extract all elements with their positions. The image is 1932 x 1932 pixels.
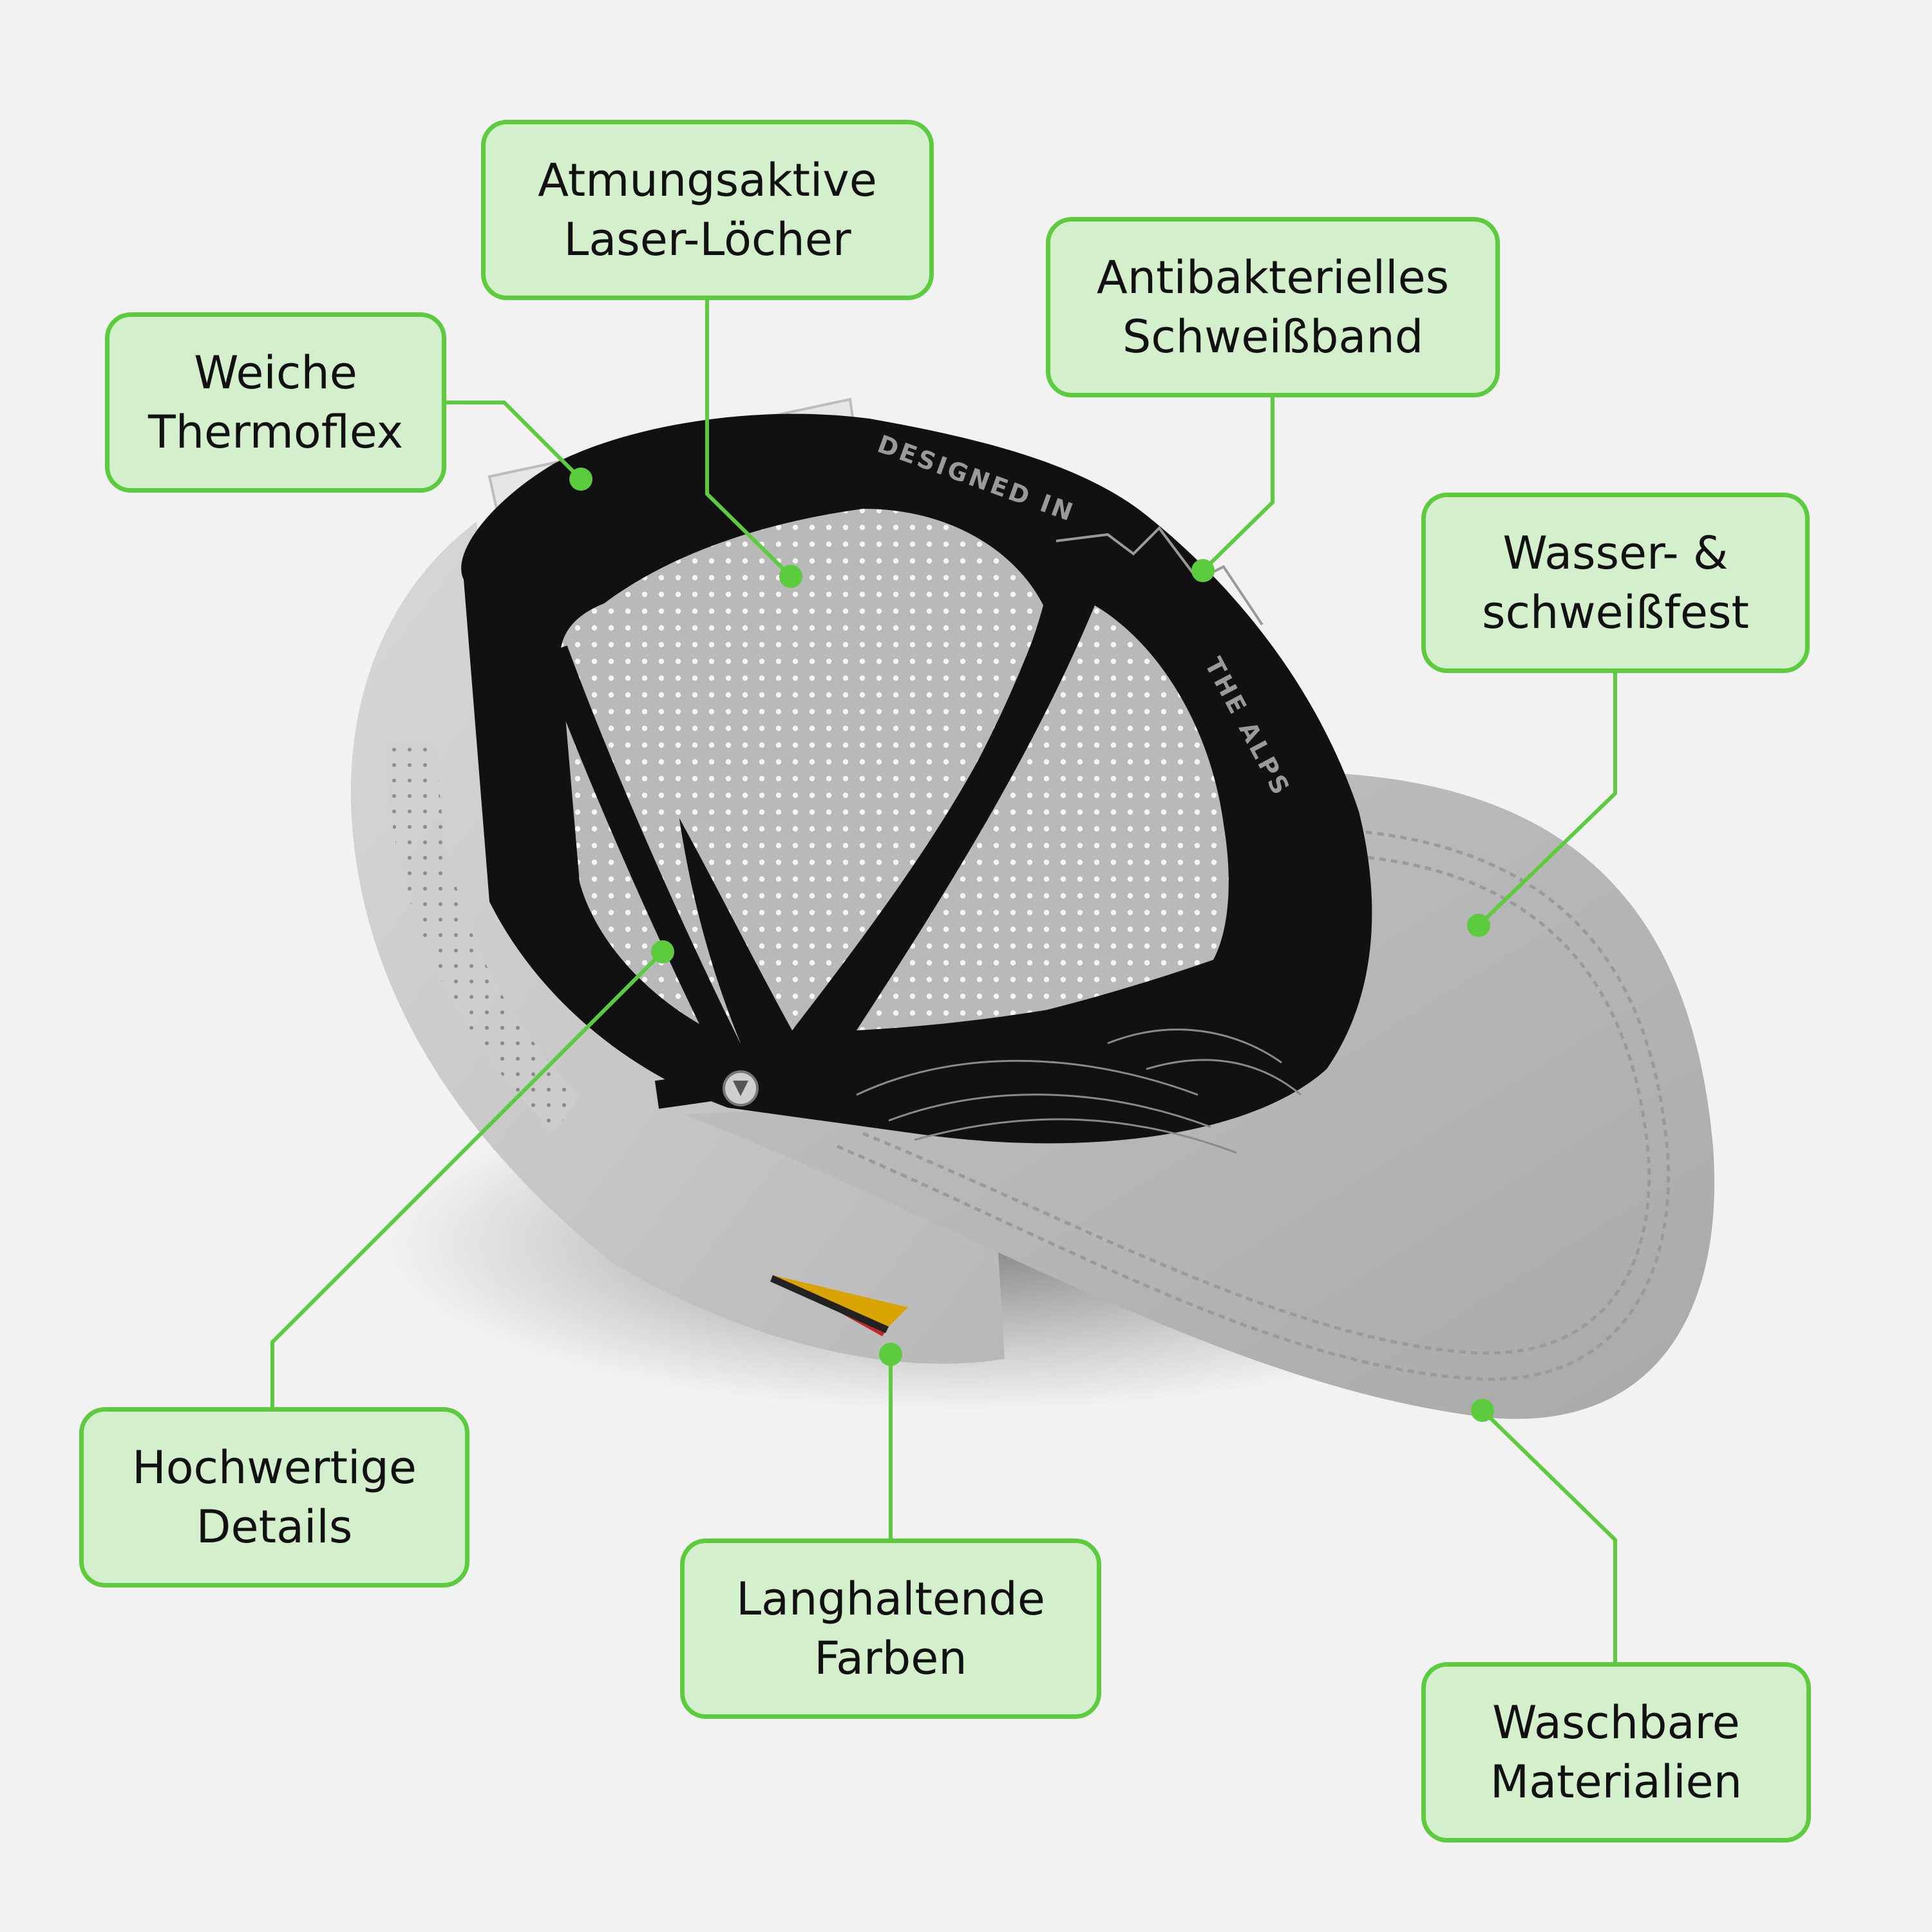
anchor-dots	[569, 468, 1494, 1422]
callout-thermoflex: Weiche Thermoflex	[105, 312, 446, 493]
crown-button-logo	[733, 1081, 748, 1096]
callout-details-line2: Details	[196, 1501, 353, 1553]
leader-details	[270, 950, 665, 1407]
callout-washable-line2: Materialien	[1490, 1756, 1743, 1808]
anchor-dot-washable	[1471, 1399, 1494, 1422]
callout-washable-line1: Waschbare	[1492, 1696, 1740, 1749]
callout-washable: Waschbare Materialien	[1421, 1662, 1811, 1842]
leader-waterproof	[1477, 671, 1617, 927]
callout-waterproof-line2: schweißfest	[1482, 586, 1749, 639]
topo-lines	[856, 1028, 1302, 1154]
anchor-dot-details	[651, 940, 674, 963]
callout-thermoflex-line1: Weiche	[194, 346, 357, 399]
mesh-panel-right	[857, 605, 1229, 1030]
mesh-panel-center	[567, 509, 1043, 1030]
brim-stitching	[837, 829, 1671, 1381]
anchor-dot-thermoflex	[569, 468, 592, 491]
callout-waterproof-line1: Wasser- &	[1502, 527, 1728, 580]
callout-sweatband-line2: Schweißband	[1122, 310, 1424, 363]
callout-details-line1: Hochwertige	[132, 1441, 417, 1494]
anchor-dot-sweatband	[1191, 559, 1215, 582]
cap-side-vent-holes	[386, 741, 580, 1133]
callout-colors: Langhaltende Farben	[680, 1539, 1101, 1719]
callout-laser-holes-line2: Laser-Löcher	[564, 213, 851, 266]
mountain-outline	[1056, 526, 1264, 626]
anchor-dot-laser-holes	[779, 565, 802, 588]
anchor-dot-colors	[879, 1343, 902, 1366]
callout-sweatband: Antibakterielles Schweißband	[1046, 217, 1500, 397]
callout-colors-line1: Langhaltende	[736, 1573, 1045, 1625]
leader-thermoflex	[446, 401, 583, 481]
leader-sweatband	[1201, 395, 1274, 573]
callout-colors-line2: Farben	[814, 1632, 967, 1685]
seam-tape-left	[540, 645, 747, 1069]
callout-waterproof: Wasser- & schweißfest	[1421, 493, 1810, 673]
leader-washable	[1481, 1408, 1617, 1663]
leader-laser-holes	[705, 298, 793, 578]
callout-details: Hochwertige Details	[79, 1407, 469, 1587]
callout-laser-holes-line1: Atmungsaktive	[538, 154, 877, 207]
front-logo	[770, 1275, 908, 1336]
callout-sweatband-line1: Antibakterielles	[1096, 251, 1450, 304]
anchor-dot-waterproof	[1467, 914, 1490, 937]
seam-tape-right	[768, 575, 1083, 1079]
leader-lines	[270, 298, 1617, 1663]
callout-thermoflex-line2: Thermoflex	[147, 406, 404, 459]
callout-laser-holes: Atmungsaktive Laser-Löcher	[481, 120, 934, 300]
mesh-panel-left	[560, 592, 741, 1043]
